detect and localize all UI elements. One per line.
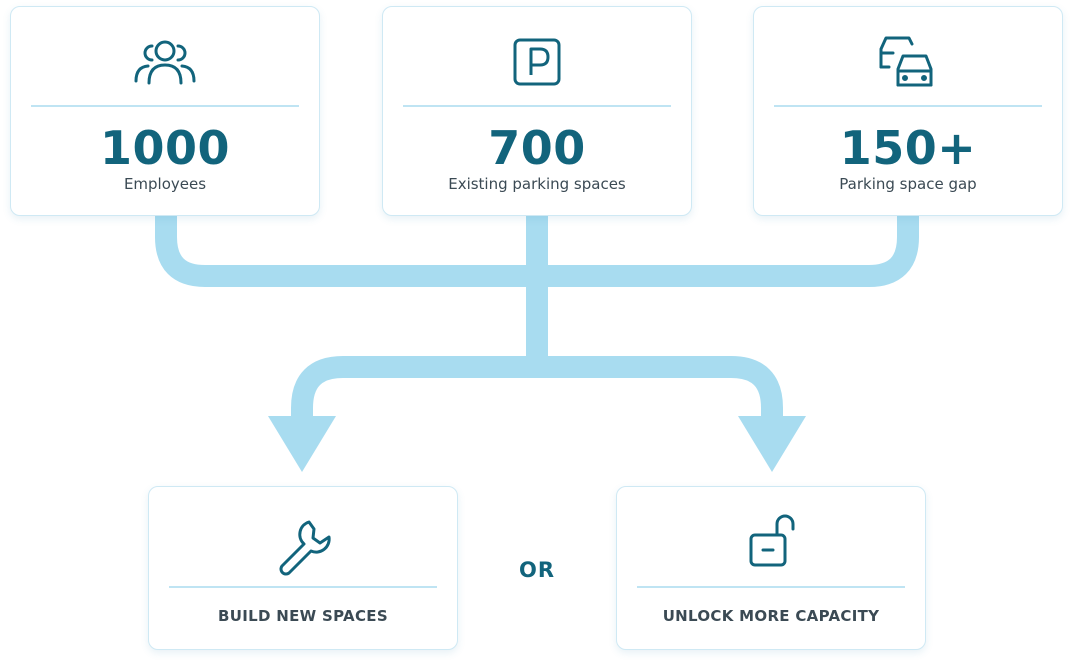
option-card-build: BUILD NEW SPACES (148, 486, 458, 650)
card-divider (774, 105, 1042, 107)
arrow-down-right (738, 416, 806, 472)
stat-label: Parking space gap (839, 175, 977, 193)
or-connector: OR (518, 558, 556, 582)
stat-value: 150+ (839, 121, 977, 175)
parking-sign-icon (513, 38, 561, 86)
people-icon (134, 40, 196, 85)
card-divider (169, 586, 437, 588)
option-card-unlock: UNLOCK MORE CAPACITY (616, 486, 926, 650)
card-divider (403, 105, 671, 107)
card-divider (637, 586, 905, 588)
stat-label: Employees (123, 175, 207, 193)
arrow-down-left (268, 416, 336, 472)
stat-value: 1000 (99, 121, 231, 175)
option-label: BUILD NEW SPACES (218, 607, 388, 625)
stat-value: 700 (488, 121, 586, 175)
option-label: UNLOCK MORE CAPACITY (662, 607, 880, 625)
cars-icon (879, 36, 933, 87)
stat-card-parking-gap: 150+ Parking space gap (753, 6, 1063, 216)
stat-card-parking-spaces: 700 Existing parking spaces (382, 6, 692, 216)
wrench-icon (279, 520, 331, 576)
stat-label: Existing parking spaces (448, 175, 626, 193)
card-divider (31, 105, 299, 107)
unlocked-padlock-icon (749, 514, 795, 567)
stat-card-employees: 1000 Employees (10, 6, 320, 216)
